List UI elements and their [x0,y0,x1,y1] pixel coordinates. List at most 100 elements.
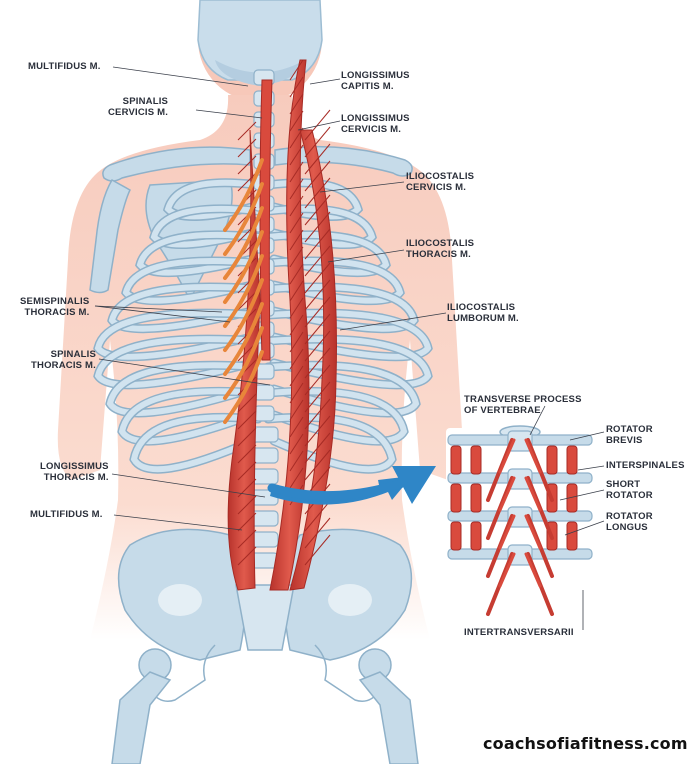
fiber [289,127,304,149]
orange-strand [223,158,264,232]
fiber [237,427,257,447]
fiber [289,93,304,115]
fiber [289,416,304,438]
inset-intertransversarii [470,483,482,513]
fiber [304,449,331,481]
inset-intertransversarii [450,445,462,475]
fiber [289,76,304,98]
fiber [289,467,304,489]
fiber [304,160,331,192]
fiber [289,212,304,234]
inset-intertransversarii [470,521,482,551]
fiber [304,211,331,243]
fiber [289,161,304,183]
inset-rotator [498,514,516,550]
fiber [304,500,331,532]
orange-strand [223,230,264,304]
fiber [289,144,304,166]
blue-arrow [267,466,436,505]
fiber [237,138,257,158]
fiber [304,262,331,294]
fiber [237,461,257,481]
fiber [304,177,331,209]
fiber [289,59,304,81]
fiber [304,415,331,447]
vertebra [253,405,275,422]
fiber [289,110,304,132]
inset-intertransversarii [566,445,578,475]
inset-intertransversarii [566,521,578,551]
fiber [304,245,331,277]
inset-rotator [524,552,542,588]
fiber [237,172,257,192]
rib-left-inner [94,310,261,360]
fiber [289,314,304,336]
orange-strand [223,302,264,376]
orange-strand [223,326,264,400]
rib-left-inner [122,258,261,304]
fiber [237,291,257,311]
watermark-text: coachsofiafitness.com [483,734,688,753]
fiber [289,297,304,319]
rib-left-inner [150,205,261,248]
label-intertransversarii: INTERTRANSVERSARII [464,627,574,638]
fiber [304,330,331,362]
fiber [289,348,304,370]
rib-right-inner [265,284,418,332]
fiber [237,478,257,498]
label-multifidus-bottom: MULTIFIDUS M. [30,509,103,520]
orange-strand [223,182,264,256]
inset-vertebrae-detail [447,430,593,616]
fiber [304,296,331,328]
fiber [289,450,304,472]
fiber [237,393,257,413]
label-interspinales: INTERSPINALES [606,460,685,471]
rib-left-inner [108,284,261,332]
fiber [289,263,304,285]
inset-vertebral-body [507,468,533,490]
rib-right-inner [265,179,362,220]
fiber [304,228,331,260]
rib-left-inner [164,179,261,220]
inset-intertransversarii [546,445,558,475]
fiber [289,229,304,251]
orange-strand [223,206,264,280]
fiber [237,546,257,566]
inset-vertebral-body [507,506,533,528]
orange-strand [223,350,264,424]
inset-rotator [498,476,516,512]
fiber [304,534,331,566]
femurs [111,648,419,764]
semispinalis-fibers [223,158,264,424]
fiber [304,432,331,464]
fiber [289,280,304,302]
inset-rotator [498,552,516,588]
fiber [304,126,331,158]
fiber [304,313,331,345]
fiber [289,331,304,353]
inset-rotator [524,514,542,550]
inset-vertebral-body [507,544,533,566]
inset-vertebral-body [507,430,533,452]
fiber [237,529,257,549]
inset-intertransversarii [470,445,482,475]
pelvis [117,528,413,702]
fiber [289,433,304,455]
fiber [237,121,257,141]
rib-right-inner [265,310,432,360]
orange-strand [223,278,264,352]
rib-left-inner [130,414,261,473]
fiber [304,381,331,413]
fiber [304,398,331,430]
fiber [237,495,257,515]
